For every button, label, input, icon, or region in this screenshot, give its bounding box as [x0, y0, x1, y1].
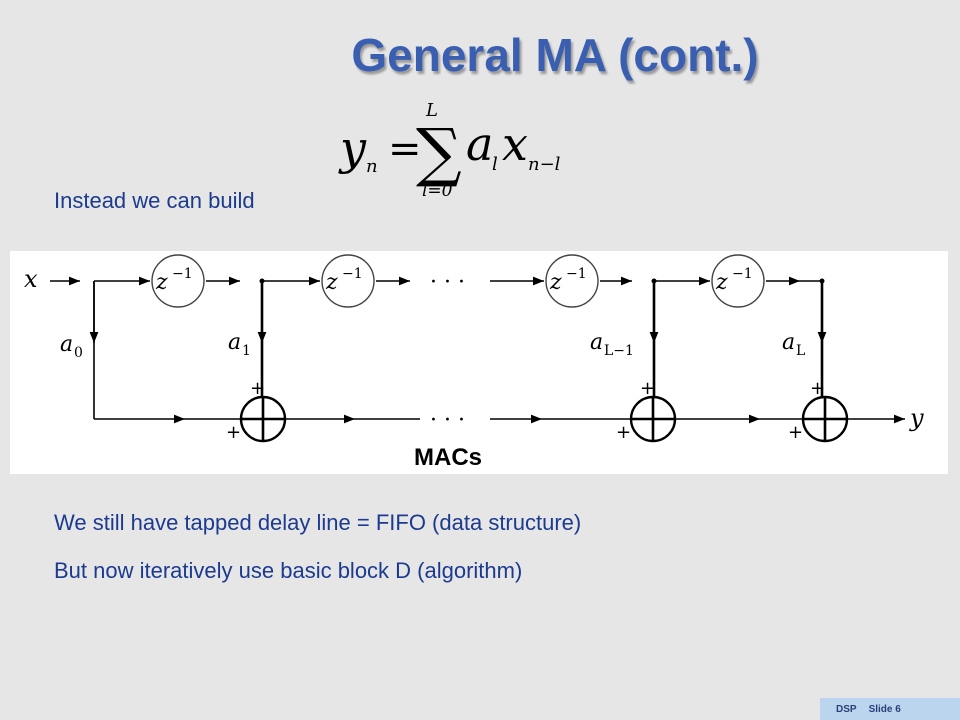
plus-sign: + [250, 378, 265, 399]
formula-sum-lower: l=0 [422, 181, 453, 201]
formula-equals: = [388, 126, 422, 172]
delay-element-2: z −1 [321, 254, 375, 308]
slide-title: General MA (cont.) [351, 29, 759, 81]
ellipsis-bottom: · · · [430, 408, 465, 433]
ellipsis-top: · · · [430, 270, 465, 295]
formula-y-subscript: n [366, 156, 378, 177]
tap-lines [89, 281, 827, 419]
macs-label: MACs [414, 444, 482, 471]
plus-sign: + [616, 422, 631, 443]
formula-a: a [466, 117, 493, 171]
coef-label: a [782, 330, 795, 355]
intro-text: Instead we can build [54, 188, 255, 213]
delay-element-4: z −1 [711, 254, 765, 308]
formula-x-subscript: n−l [528, 154, 561, 175]
plus-sign: + [640, 378, 655, 399]
svg-text:−1: −1 [172, 266, 193, 282]
formula-sum-sigma: ∑ [416, 116, 462, 190]
ma-block-diagram: z −1 z −1 z −1 z −1 · · · · · · + + + [10, 251, 948, 474]
coef-subscript: L−1 [604, 343, 634, 359]
input-label: x [24, 265, 38, 293]
adder-3 [801, 395, 849, 443]
footer-slide-number: Slide 6 [868, 703, 901, 715]
svg-text:z: z [155, 270, 168, 295]
coef-label: a [590, 330, 603, 355]
adder-1 [239, 395, 287, 443]
formula-sum-upper: L [425, 100, 438, 121]
coef-label: a [60, 332, 73, 357]
svg-text:−1: −1 [342, 266, 363, 282]
plus-sign: + [788, 422, 803, 443]
delay-element-1: z −1 [151, 254, 205, 308]
bullet-text-1: We still have tapped delay line = FIFO (… [54, 510, 582, 535]
svg-text:−1: −1 [732, 266, 753, 282]
output-label: y [909, 404, 924, 432]
svg-text:z: z [325, 270, 338, 295]
coef-subscript: L [796, 343, 805, 359]
delay-element-3: z −1 [545, 254, 599, 308]
coef-label: a [228, 330, 241, 355]
formula-x: x [502, 117, 528, 171]
svg-text:z: z [715, 270, 728, 295]
adder-2 [629, 395, 677, 443]
bullet-text-2: But now iteratively use basic block D (a… [54, 558, 523, 583]
svg-text:z: z [549, 270, 562, 295]
slide-footer: DSP Slide 6 [820, 698, 960, 720]
tap-junctions [259, 278, 825, 284]
svg-text:−1: −1 [566, 266, 587, 282]
plus-sign: + [226, 422, 241, 443]
coef-subscript: 0 [74, 345, 83, 361]
formula-y: y [338, 121, 367, 175]
formula-a-subscript: l [492, 154, 498, 175]
footer-course: DSP [836, 703, 857, 715]
ma-formula: y n = L ∑ l=0 a l x n−l [338, 100, 561, 201]
coef-subscript: 1 [242, 343, 251, 359]
plus-sign: + [810, 378, 825, 399]
